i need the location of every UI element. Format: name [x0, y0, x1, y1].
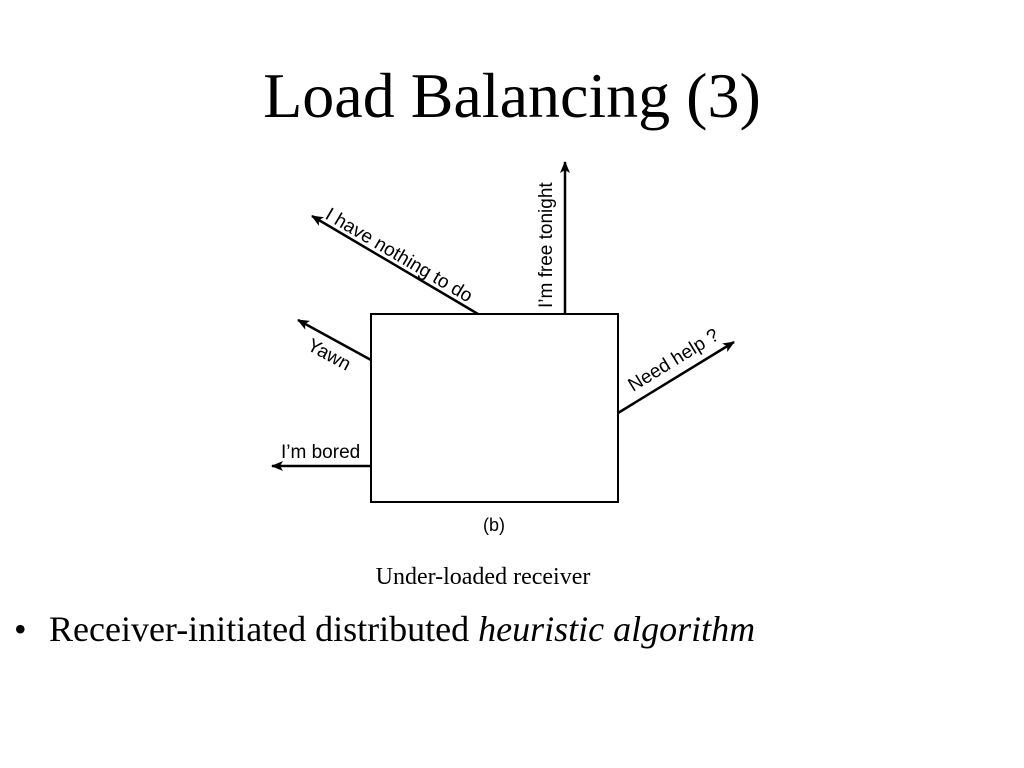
- receiver-box: [370, 313, 619, 503]
- figure-caption: Under-loaded receiver: [375, 564, 591, 590]
- slide-title: Load Balancing (3): [263, 60, 761, 131]
- bullet-emphasis: heuristic algorithm: [478, 609, 756, 649]
- bullet-item: • Receiver-initiated distributed heuristi…: [14, 606, 755, 652]
- figure-label: (b): [483, 515, 505, 535]
- label-need-help: Need help ?: [625, 325, 723, 396]
- label-nothing-to-do: I have nothing to do: [321, 204, 475, 307]
- arrow-yawn: [297, 318, 372, 362]
- arrow-need-help: [617, 340, 735, 415]
- label-free-tonight: I’m free tonight: [536, 182, 557, 308]
- bullet-text: Receiver-initiated distributed: [49, 609, 479, 649]
- arrow-nothing-to-do: [311, 214, 479, 316]
- bullet-marker: •: [14, 609, 27, 649]
- label-yawn: Yawn: [304, 335, 355, 375]
- label-bored: I’m bored: [281, 442, 360, 463]
